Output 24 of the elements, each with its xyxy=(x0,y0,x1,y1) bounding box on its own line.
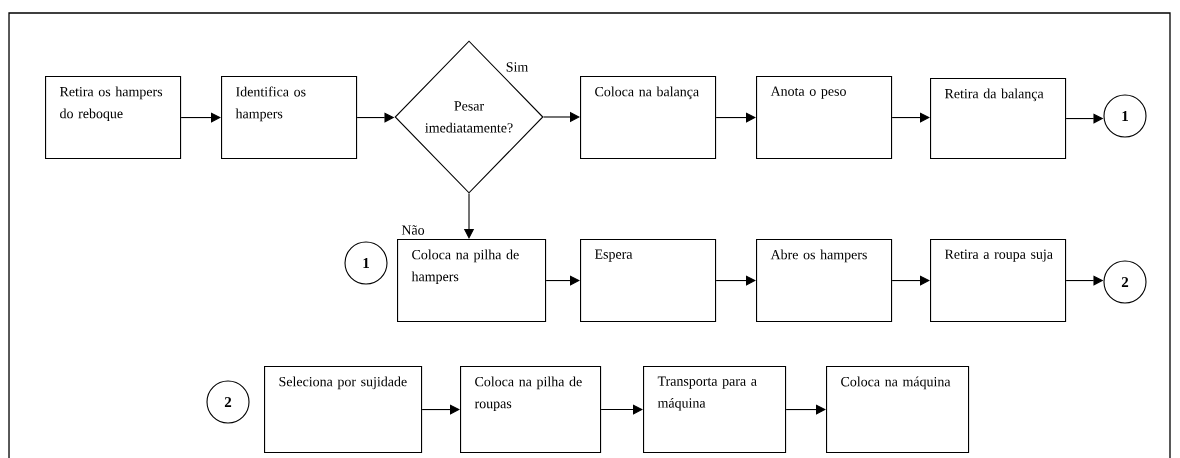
arrow xyxy=(715,112,756,123)
process-box: Retira os hampers do reboque xyxy=(45,76,182,160)
process-box: Anota o peso xyxy=(756,76,893,160)
process-box: Retira a roupa suja xyxy=(930,239,1067,323)
arrow xyxy=(891,275,930,286)
process-box: Espera xyxy=(580,239,717,323)
arrow xyxy=(180,112,221,123)
process-box: Retira da balança xyxy=(930,78,1067,160)
edge-label: Sim xyxy=(504,61,530,73)
arrow xyxy=(891,112,930,123)
arrow xyxy=(545,275,580,286)
arrow xyxy=(421,404,460,415)
process-box: Identifica os hampers xyxy=(221,76,358,160)
arrow xyxy=(785,404,826,415)
process-box: Transporta para a máquina xyxy=(643,366,787,454)
edge-label: Não xyxy=(400,224,426,236)
process-box: Coloca na pilha de hampers xyxy=(397,239,547,323)
process-box: Coloca na balança xyxy=(580,76,717,160)
process-box: Abre os hampers xyxy=(756,239,893,323)
process-box: Coloca na pilha de roupas xyxy=(460,366,602,454)
arrow xyxy=(715,275,756,286)
arrow xyxy=(600,404,643,415)
process-box: Seleciona por sujidade xyxy=(264,366,423,454)
process-box: Coloca na máquina xyxy=(826,366,970,454)
